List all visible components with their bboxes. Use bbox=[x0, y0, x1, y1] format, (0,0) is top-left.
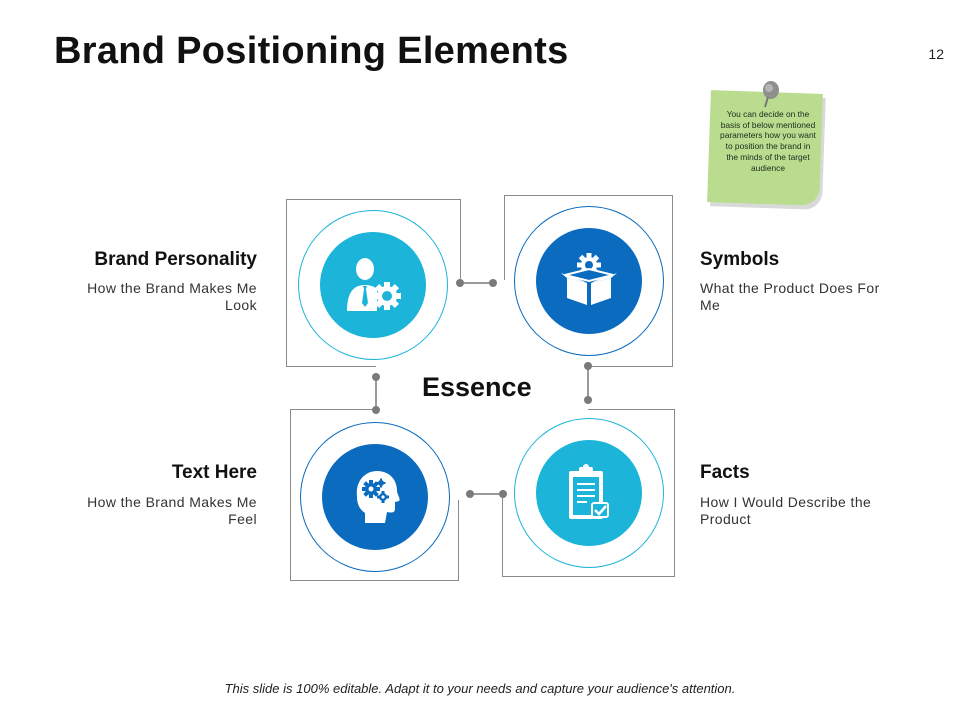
sticky-note-text: You can decide on the basis of below men… bbox=[720, 109, 816, 173]
connector-bottom bbox=[470, 493, 503, 495]
connector-dot bbox=[584, 396, 592, 404]
element-heading: Brand Personality bbox=[94, 249, 257, 270]
frame-edge bbox=[286, 366, 376, 367]
element-heading: Symbols bbox=[700, 249, 780, 270]
connector-top bbox=[460, 282, 493, 284]
element-heading: Facts bbox=[700, 462, 750, 483]
element-heading: Text Here bbox=[171, 462, 257, 483]
frame-edge bbox=[290, 409, 375, 410]
text-here-disc bbox=[322, 444, 428, 550]
clipboard-check-icon bbox=[569, 464, 609, 519]
connector-right bbox=[587, 366, 589, 399]
connector-left bbox=[375, 377, 377, 410]
frame-edge bbox=[504, 195, 505, 280]
connector-dot bbox=[372, 406, 380, 414]
element-description: How the Brand Makes Me Look bbox=[87, 280, 257, 313]
footer-note: This slide is 100% editable. Adapt it to… bbox=[224, 681, 736, 696]
brand-personality-ring bbox=[298, 210, 448, 360]
connector-dot bbox=[489, 279, 497, 287]
connector-dot bbox=[456, 279, 464, 287]
frame-edge bbox=[460, 199, 461, 279]
facts-disc bbox=[536, 440, 642, 546]
pushpin-icon bbox=[763, 81, 779, 108]
businessman-gear-icon bbox=[347, 258, 401, 311]
frame-edge bbox=[588, 366, 673, 367]
box-gear-icon bbox=[561, 253, 617, 305]
element-description: How I Would Describe the Product bbox=[700, 494, 872, 527]
frame-edge bbox=[588, 409, 675, 410]
head-gears-icon bbox=[356, 471, 400, 523]
frame-edge bbox=[286, 199, 287, 367]
element-description: How the Brand Makes Me Feel bbox=[87, 494, 257, 527]
frame-edge bbox=[290, 409, 291, 581]
frame-edge bbox=[674, 409, 675, 577]
brand-personality-disc bbox=[320, 232, 426, 338]
slide-title: Brand Positioning Elements bbox=[54, 30, 569, 72]
frame-edge bbox=[458, 500, 459, 581]
connector-dot bbox=[466, 490, 474, 498]
symbols-ring bbox=[514, 206, 664, 356]
element-description: What the Product Does For Me bbox=[700, 280, 880, 313]
center-label: Essence bbox=[422, 372, 532, 402]
frame-top-right bbox=[504, 195, 673, 367]
symbols-disc bbox=[536, 228, 642, 334]
connector-dot bbox=[499, 490, 507, 498]
frame-edge bbox=[502, 494, 503, 577]
page-number: 12 bbox=[928, 46, 944, 62]
connector-dot bbox=[584, 362, 592, 370]
text-here-ring bbox=[300, 422, 450, 572]
facts-ring bbox=[514, 418, 664, 568]
connector-dot bbox=[372, 373, 380, 381]
